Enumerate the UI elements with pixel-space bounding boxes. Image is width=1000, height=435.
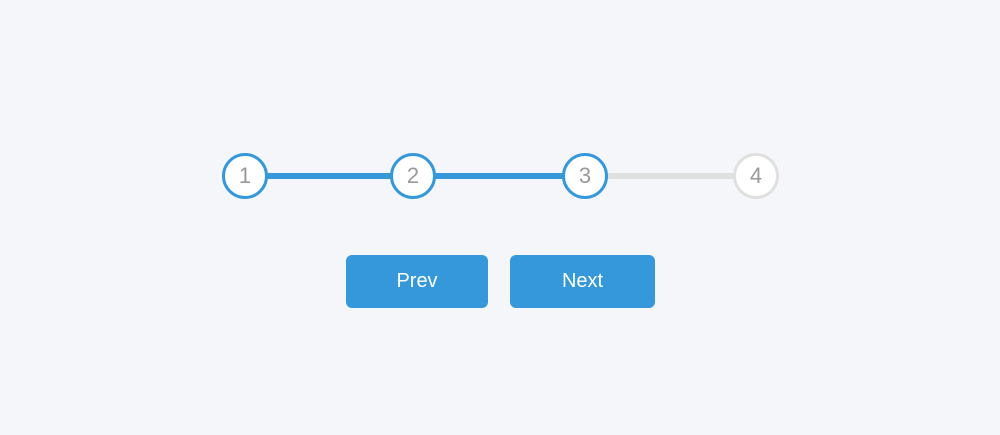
step-label: 4 [749,163,763,188]
prev-button[interactable]: Prev [346,255,488,308]
progress-steps: 1 2 3 4 [222,153,779,199]
step-circle-1: 1 [222,153,268,199]
step-label: 3 [578,163,592,188]
step-circle-2: 2 [390,153,436,199]
next-button[interactable]: Next [510,255,655,308]
step-label: 1 [238,163,252,188]
step-circle-4: 4 [733,153,779,199]
step-circle-3: 3 [562,153,608,199]
step-label: 2 [406,163,420,188]
